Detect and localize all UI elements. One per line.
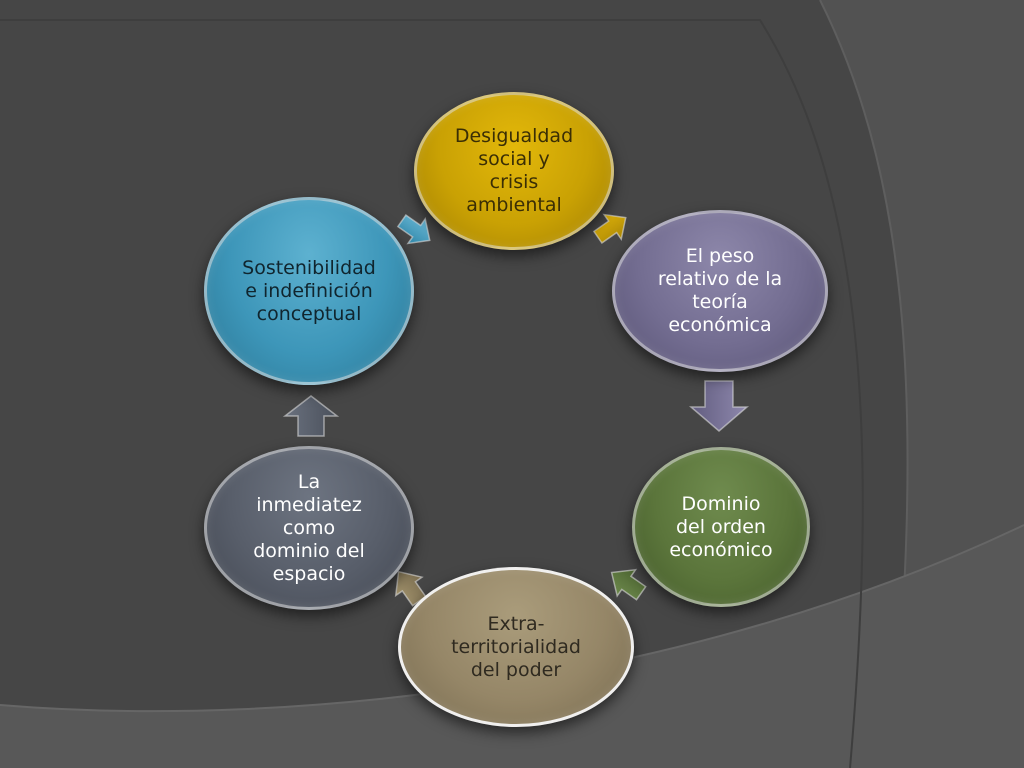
cycle-node-sostenibilidad: Sostenibilidad e indefinición conceptual [204, 197, 414, 385]
arrow-down-icon [688, 380, 750, 432]
cycle-node-desigualdad: Desigualdad social y crisis ambiental [414, 92, 614, 250]
node-label: Desigualdad social y crisis ambiental [454, 125, 574, 216]
cycle-node-inmediatez: La inmediatez como dominio del espacio [204, 446, 414, 610]
arrow-icon [610, 568, 647, 601]
cycle-node-extraterritorialidad: Extra- territorialidad del poder [398, 567, 634, 727]
cycle-node-peso-relativo: El peso relativo de la teoría económica [612, 210, 828, 372]
arrow-icon [592, 213, 627, 244]
node-label: Sostenibilidad e indefinición conceptual [242, 256, 376, 325]
node-label: Dominio del orden económico [669, 492, 773, 561]
arrow-up-icon [282, 395, 340, 437]
arrow-icon [396, 214, 431, 245]
cycle-node-dominio-orden: Dominio del orden económico [632, 447, 810, 607]
node-label: Extra- territorialidad del poder [451, 612, 581, 681]
arrow-icon [394, 570, 427, 607]
node-label: El peso relativo de la teoría económica [657, 245, 783, 336]
node-label: La inmediatez como dominio del espacio [253, 470, 365, 585]
